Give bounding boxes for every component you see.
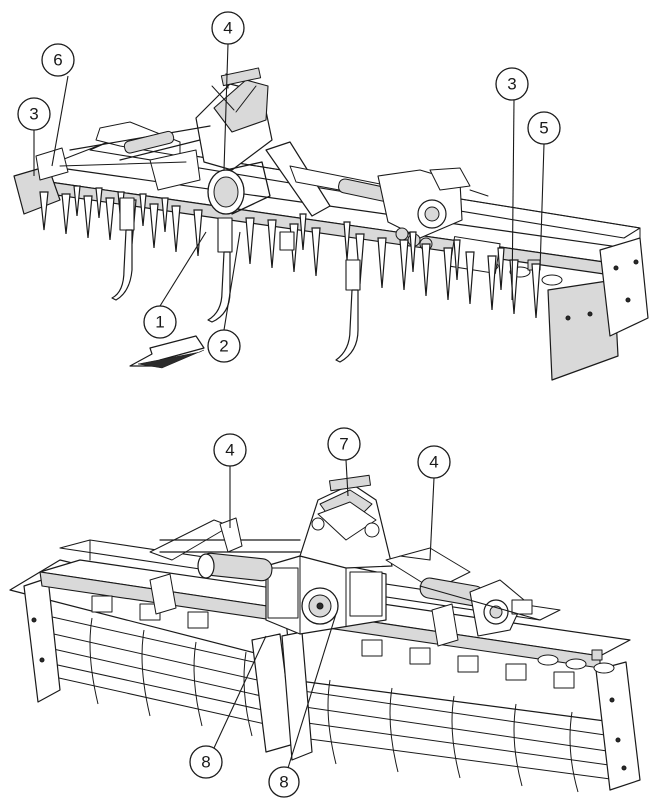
crumbler-bars-right bbox=[295, 679, 619, 793]
callout-4-bottom-left-label: 4 bbox=[225, 441, 234, 460]
callout-3-left-label: 3 bbox=[29, 105, 38, 124]
travel-direction-arrow-icon bbox=[129, 335, 205, 369]
callout-4-bottom-right: 4 bbox=[417, 445, 451, 479]
harrow-bottom-drawing bbox=[9, 474, 641, 793]
harrow-top-drawing bbox=[13, 67, 649, 381]
callout-1-label: 1 bbox=[155, 313, 164, 332]
callout-4-bottom-right-label: 4 bbox=[429, 453, 438, 472]
roller-left-endplate bbox=[23, 577, 61, 703]
callout-4-top-label: 4 bbox=[223, 19, 232, 38]
callout-2: 2 bbox=[207, 329, 241, 363]
roller-right-endplate-right bbox=[595, 661, 641, 791]
callout-4-top: 4 bbox=[211, 11, 245, 45]
callout-3-right-label: 3 bbox=[507, 75, 516, 94]
callout-8-left-label: 8 bbox=[201, 753, 210, 772]
callout-8-right: 8 bbox=[268, 766, 300, 798]
roller-right-endplate-left bbox=[281, 631, 313, 761]
end-plate-right bbox=[547, 279, 619, 381]
cultivator-tines bbox=[111, 197, 361, 363]
callout-2-label: 2 bbox=[219, 337, 228, 356]
callout-7-label: 7 bbox=[339, 435, 348, 454]
callout-7: 7 bbox=[327, 427, 361, 461]
callout-5: 5 bbox=[527, 111, 561, 145]
rotor-housings bbox=[91, 595, 615, 689]
callout-8-left: 8 bbox=[189, 745, 223, 779]
callout-5-label: 5 bbox=[539, 119, 548, 138]
callouts: 1 2 3 3 4 5 6 4 4 7 8 8 bbox=[17, 11, 561, 798]
callout-3-left: 3 bbox=[17, 97, 51, 131]
callout-6: 6 bbox=[41, 43, 75, 77]
callout-8-right-label: 8 bbox=[279, 773, 288, 792]
callout-4-bottom-left: 4 bbox=[213, 433, 247, 467]
tine-rows bbox=[39, 185, 541, 319]
callout-6-label: 6 bbox=[53, 51, 62, 70]
callout-3-right: 3 bbox=[495, 67, 529, 101]
callout-1: 1 bbox=[143, 305, 177, 339]
